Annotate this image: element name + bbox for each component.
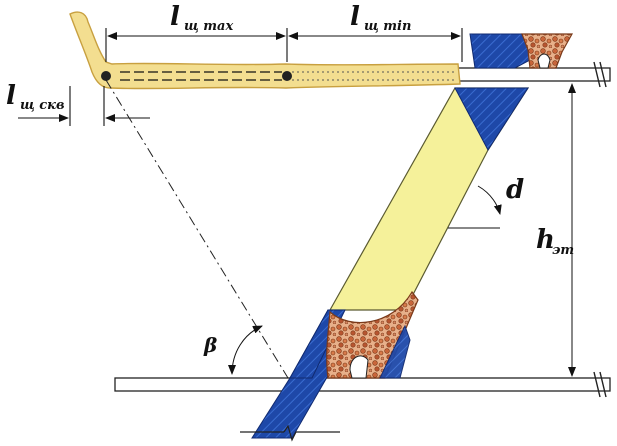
- label-h: h эт: [536, 225, 574, 258]
- svg-text:l: l: [350, 2, 360, 32]
- upper-rubble: [521, 33, 574, 69]
- horizontal-slot: [69, 11, 461, 90]
- svg-text:h: h: [536, 225, 555, 255]
- svg-text:l: l: [6, 81, 16, 111]
- skv-dimension: [18, 86, 150, 126]
- svg-text:эт: эт: [552, 243, 574, 258]
- svg-text:щ max: щ max: [184, 19, 233, 34]
- label-l-skv: l щ скв: [6, 81, 65, 113]
- label-d: d: [506, 175, 524, 205]
- thickness-dimension: [448, 185, 502, 229]
- svg-text:l: l: [170, 2, 180, 32]
- lower-right-hatch: [379, 324, 411, 379]
- top-dimensions: [105, 28, 463, 62]
- slot-middle-charge: [282, 71, 292, 81]
- seam-break-symbol: [240, 424, 340, 442]
- upper-pillar-hatch: [454, 87, 529, 151]
- projection-line: [105, 79, 289, 379]
- label-l-min: l щ min: [350, 2, 411, 34]
- label-beta: β: [203, 333, 217, 357]
- label-l-max: l щ max: [170, 2, 233, 34]
- svg-text:щ скв: щ скв: [20, 98, 65, 113]
- svg-text:щ min: щ min: [364, 19, 411, 34]
- slot-start-charge: [101, 71, 111, 81]
- angle-dimension: [228, 325, 263, 375]
